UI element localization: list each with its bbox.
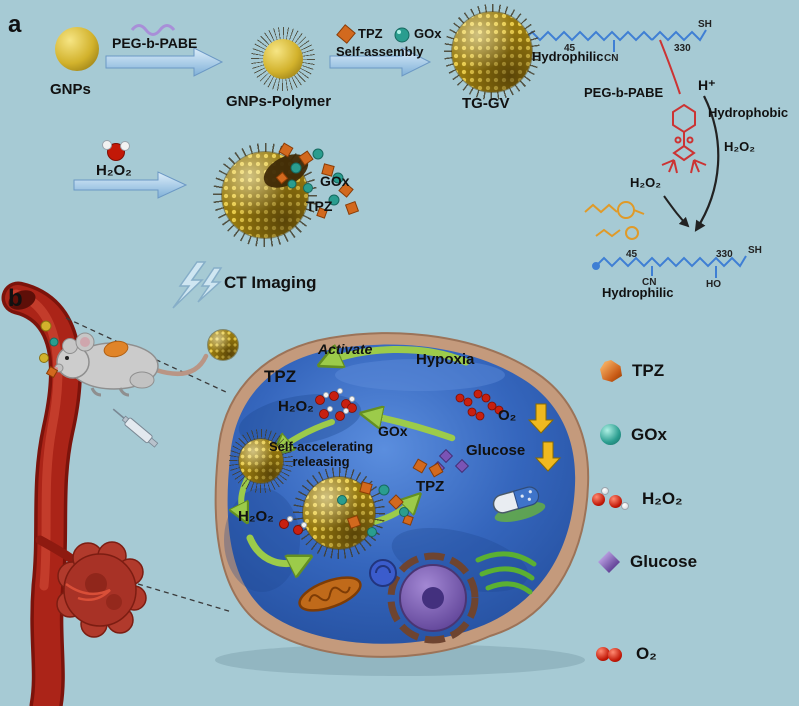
h2o2-mid-label: H₂O₂ bbox=[630, 175, 662, 190]
arrow1-label: PEG-b-PABE bbox=[112, 35, 198, 51]
cn-bottom-label: CN bbox=[642, 277, 657, 288]
legend-label: O₂ bbox=[636, 644, 657, 663]
h2o2-molecule-icon bbox=[592, 486, 632, 512]
gox-arrow-label: GOx bbox=[414, 26, 442, 41]
sh-bottom-label: SH bbox=[748, 245, 762, 256]
cn-top-label: CN bbox=[604, 53, 619, 64]
lightning-icon bbox=[172, 261, 223, 309]
legend-label: H₂O₂ bbox=[642, 489, 683, 508]
h2o2-molecule-icon bbox=[102, 140, 130, 161]
h2o2-side-label: H₂O₂ bbox=[724, 139, 756, 154]
ho-label: HO bbox=[706, 279, 721, 290]
h2o2-cluster-lower bbox=[279, 515, 308, 535]
ct-imaging-label: CT Imaging bbox=[224, 273, 317, 292]
syringe-icon bbox=[112, 408, 159, 448]
tpz-lower-label: TPZ bbox=[416, 478, 445, 495]
gnps-label: GNPs bbox=[50, 81, 91, 98]
chem-fragments-orange bbox=[584, 201, 645, 240]
hydrophilic-top-label: Hydrophilic bbox=[532, 49, 604, 64]
mitochondria bbox=[298, 576, 362, 612]
gnps-polymer-label: GNPs-Polymer bbox=[226, 93, 332, 110]
h2o2-left-label: H₂O₂ bbox=[96, 162, 132, 179]
gox-cell-label: GOx bbox=[378, 423, 408, 439]
cell-vesicle-medium bbox=[239, 439, 283, 483]
n45-bottom-label: 45 bbox=[626, 249, 638, 260]
pill-capsule-icon bbox=[492, 486, 540, 514]
n45-top-label: 45 bbox=[564, 43, 576, 54]
tggv-label: TG-GV bbox=[462, 95, 510, 112]
process-arrows bbox=[73, 47, 432, 199]
gnp-polymer-sphere bbox=[263, 39, 303, 79]
gox-cluster bbox=[337, 484, 409, 537]
n330-top-label: 330 bbox=[674, 43, 691, 54]
h2o2-lower-label: H₂O₂ bbox=[238, 508, 274, 525]
legend-item-tpz: TPZ bbox=[600, 360, 664, 382]
o2-molecule-icon bbox=[596, 645, 626, 663]
gox-icon bbox=[394, 27, 410, 43]
golgi bbox=[475, 551, 537, 595]
o2-cluster bbox=[455, 389, 504, 421]
tpz-upper-label: TPZ bbox=[264, 367, 297, 386]
yellow-down-arrows bbox=[527, 403, 562, 472]
legend-item-glucose: Glucose bbox=[598, 551, 697, 573]
hypoxia-label: Hypoxia bbox=[416, 351, 475, 368]
green-organelle bbox=[494, 502, 546, 522]
sh-top-label: SH bbox=[698, 19, 712, 30]
hydrophilic-bottom-label: Hydrophilic bbox=[602, 285, 674, 300]
tpz-cluster bbox=[346, 458, 444, 530]
panel-b-label: b bbox=[8, 285, 23, 312]
gox-sphere-icon bbox=[600, 424, 621, 445]
polymer-squiggle-icon bbox=[130, 24, 176, 36]
tpz-crystal-icon bbox=[600, 360, 622, 382]
gnp-sphere bbox=[55, 27, 99, 71]
self-accelerating-label: Self-accelerating bbox=[268, 439, 374, 454]
legend-label: TPZ bbox=[632, 361, 665, 380]
vessel-particles bbox=[39, 320, 59, 379]
glucose-cell-label: Glucose bbox=[466, 442, 526, 459]
o2-cell-label: O₂ bbox=[498, 407, 517, 424]
panel-a-label: a bbox=[8, 11, 22, 38]
dashed-connectors bbox=[65, 317, 233, 613]
hydrophobic-label: Hydrophobic bbox=[708, 105, 789, 120]
tpz-arrow-label: TPZ bbox=[358, 26, 383, 41]
legend-item-h2o2: H₂O₂ bbox=[592, 486, 683, 512]
peg-pabe-chem-label: PEG-b-PABE bbox=[584, 85, 664, 100]
chem-structure-hydrophobic bbox=[659, 39, 707, 174]
nucleus bbox=[387, 552, 479, 644]
cell-vesicle-small bbox=[208, 330, 238, 360]
glucose-gem-icon bbox=[598, 551, 620, 573]
n330-bottom-label: 330 bbox=[716, 249, 733, 260]
tumor bbox=[56, 541, 147, 638]
legend-label: GOx bbox=[631, 424, 667, 444]
vesicle-tpz-label: TPZ bbox=[306, 198, 333, 214]
tggv-sphere bbox=[452, 12, 532, 92]
mouse-illustration bbox=[54, 332, 209, 397]
reaction-arrows bbox=[663, 95, 720, 232]
blood-vessel bbox=[1, 281, 95, 706]
legend-label: Glucose bbox=[630, 552, 698, 571]
h-plus-label: H⁺ bbox=[698, 77, 716, 93]
vesicle-cargo bbox=[275, 142, 360, 219]
activate-label: Activate bbox=[318, 341, 373, 357]
h2o2-upper-label: H₂O₂ bbox=[278, 398, 314, 415]
h2o2-cluster-upper bbox=[315, 387, 357, 421]
releasing-label: releasing bbox=[292, 454, 350, 469]
er-swirl bbox=[369, 559, 397, 587]
tpz-icon bbox=[336, 24, 356, 44]
vesicle-gox-label: GOx bbox=[320, 173, 350, 189]
legend-item-gox: GOx bbox=[600, 424, 667, 445]
legend-item-o2: O₂ bbox=[596, 644, 657, 664]
green-arrows bbox=[241, 349, 470, 563]
self-assembly-label: Self-assembly bbox=[336, 44, 424, 59]
chem-structure-bottom-hydrophilic bbox=[592, 255, 747, 278]
